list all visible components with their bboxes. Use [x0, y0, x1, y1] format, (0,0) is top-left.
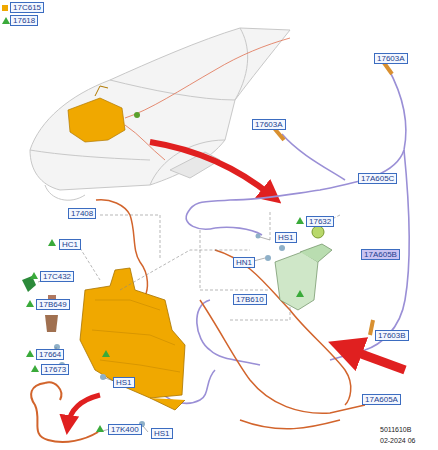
callout-number: 17408 [68, 208, 96, 219]
callout-number: HS1 [275, 232, 297, 243]
callout-number: HS1 [151, 428, 173, 439]
callout-number: 17664 [36, 349, 64, 360]
callout-number: 17603A [252, 119, 286, 130]
callout-number: 17673 [41, 364, 69, 375]
legend-symbol [2, 17, 10, 24]
callout-number: HN1 [233, 257, 255, 268]
callout-number: 17603B [375, 330, 409, 341]
callout-number: 17A605C [358, 173, 397, 184]
callout-number: 17K400 [108, 424, 142, 435]
callout-number: 17B649 [36, 299, 70, 310]
drawing-number: 02-2024 06 [380, 437, 415, 445]
callout-number: 17603A [374, 53, 408, 64]
callout-number: 17632 [306, 216, 334, 227]
legend-row: 17618 [2, 15, 38, 26]
drawing-number: 5011610B [380, 426, 411, 434]
callout-number: 17C432 [40, 271, 74, 282]
callout-number: HC1 [59, 239, 81, 250]
legend-swatch [2, 5, 8, 11]
callout-number: 17A605A [362, 394, 401, 405]
legend-row: 17C615 [2, 2, 44, 13]
callout-number: HS1 [113, 377, 135, 388]
callout-number: 17B610 [233, 294, 267, 305]
callout-number: 17A605B [361, 249, 400, 260]
legend-text: 17618 [10, 15, 38, 26]
legend-text: 17C615 [10, 2, 44, 13]
